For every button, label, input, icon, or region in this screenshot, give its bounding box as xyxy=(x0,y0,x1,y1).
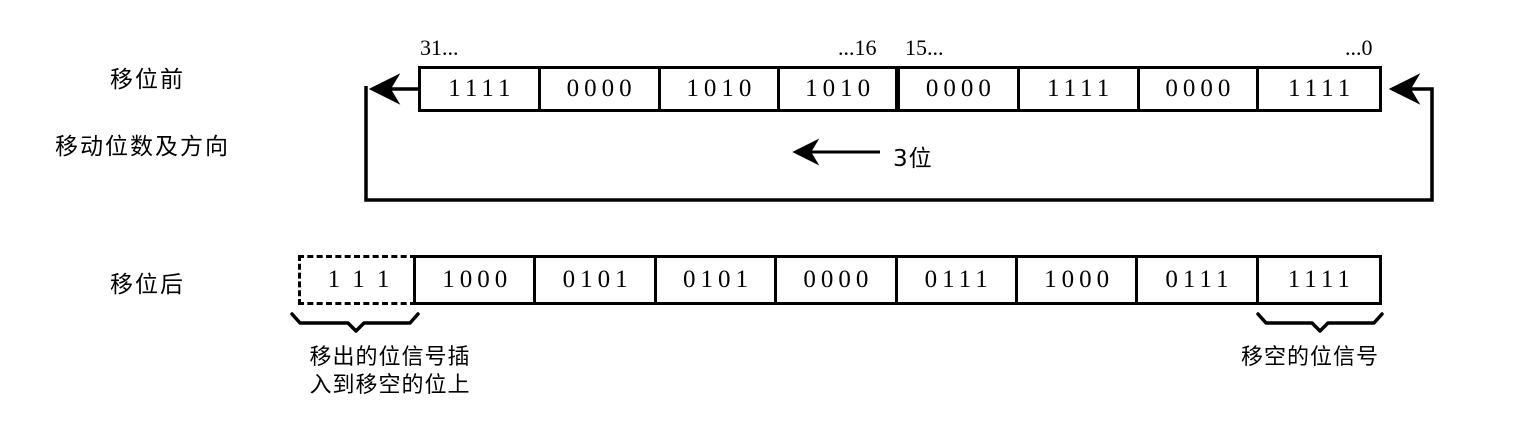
nibble-cell: 0000 xyxy=(900,69,1020,109)
brace-emptied-group xyxy=(1256,312,1384,333)
label-after-shift: 移位后 xyxy=(110,272,185,298)
label-shift-amount-direction: 移动位数及方向 xyxy=(55,134,230,160)
nibble-cell: 1111 xyxy=(1259,69,1379,109)
brace-shifted-out-group xyxy=(290,312,420,333)
nibble-cell: 1010 xyxy=(780,69,901,109)
nibble-cell: 1111 xyxy=(1258,258,1379,302)
caption-emptied-bits: 移空的位信号 xyxy=(1240,345,1379,370)
nibble-cell: 1111 xyxy=(421,69,541,109)
nibble-cell: 0101 xyxy=(656,258,778,302)
nibble-cell: 1000 xyxy=(416,258,537,302)
shift-amount-label: 3位 xyxy=(893,146,933,172)
nibble-cell: 1111 xyxy=(1019,69,1140,109)
bit-index-15: 15... xyxy=(905,35,944,60)
bit-index-31: 31... xyxy=(420,35,459,60)
caption-shifted-out-bits: 移出的位信号插 入到移空的位上 xyxy=(309,345,471,398)
bit-index-16: ...16 xyxy=(838,35,877,60)
nibble-cell: 1000 xyxy=(1017,258,1139,302)
nibble-cell: 0111 xyxy=(897,258,1018,302)
label-before-shift: 移位前 xyxy=(110,67,185,93)
register-after-shift: 1000 0101 0101 0000 0111 1000 0111 1111 xyxy=(413,255,1382,305)
register-before-shift: 1111 0000 1010 1010 0000 1111 0000 1111 xyxy=(418,66,1382,112)
bit-index-0: ...0 xyxy=(1345,35,1373,60)
nibble-cell: 0000 xyxy=(1139,69,1260,109)
nibble-cell: 0101 xyxy=(536,258,657,302)
carry-in-dashed-box: 111 xyxy=(298,255,416,305)
nibble-cell: 0000 xyxy=(540,69,661,109)
nibble-cell: 0111 xyxy=(1138,258,1259,302)
nibble-cell: 1010 xyxy=(660,69,781,109)
nibble-cell: 0000 xyxy=(777,258,898,302)
